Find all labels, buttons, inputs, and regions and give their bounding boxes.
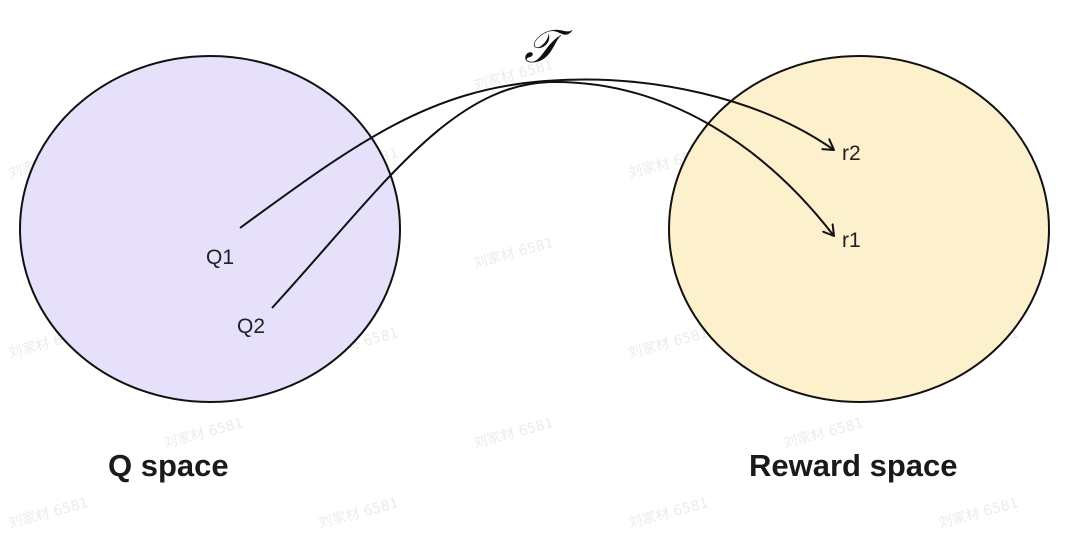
watermark: 刘家材 6581 — [317, 494, 401, 532]
reward-space-label: Reward space — [749, 448, 958, 483]
watermark: 刘家材 6581 — [782, 414, 866, 452]
node-label-q1: Q1 — [206, 246, 234, 269]
node-label-r1: r1 — [842, 229, 861, 252]
watermark: 刘家材 6581 — [7, 494, 91, 532]
node-label-q2: Q2 — [237, 315, 265, 338]
watermark: 刘家材 6581 — [472, 414, 556, 452]
node-label-r2: r2 — [842, 142, 861, 165]
q-space-ellipse — [19, 55, 401, 403]
watermark: 刘家材 6581 — [472, 234, 556, 272]
mapping-arrow-q2-r1 — [271, 80, 835, 309]
operator-symbol: 𝒯 — [524, 19, 573, 73]
reward-space-ellipse — [668, 55, 1050, 403]
watermark: 刘家材 6581 — [627, 324, 711, 362]
watermark: 刘家材 6581 — [937, 494, 1021, 532]
watermark: 刘家材 6581 — [162, 414, 246, 452]
watermark: 刘家材 6581 — [627, 494, 711, 532]
q-space-label: Q space — [108, 448, 229, 483]
mapping-arrow-q1-r2 — [239, 78, 835, 229]
